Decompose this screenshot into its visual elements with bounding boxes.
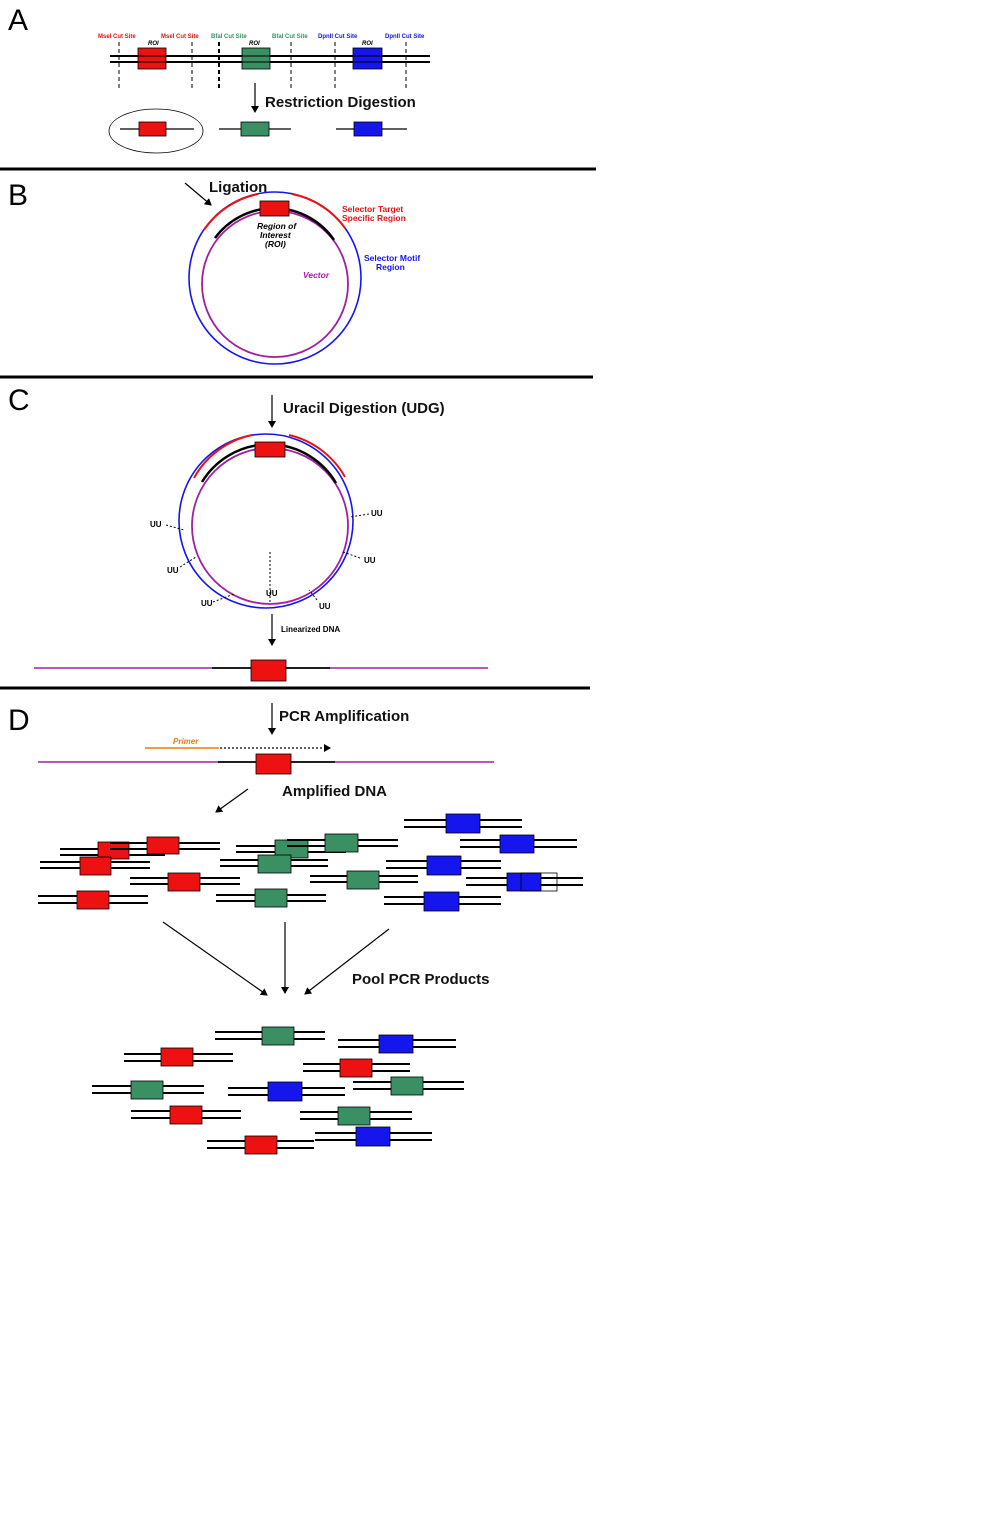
vector-label: Vector bbox=[303, 270, 330, 280]
roi-label-line-1: Region of bbox=[257, 221, 297, 231]
linear-roi-box bbox=[250, 659, 287, 682]
panel-b: B Ligation Selector Target Specific Regi… bbox=[8, 179, 420, 365]
pooled-amplicon-red bbox=[131, 1105, 241, 1125]
fragment-red-box bbox=[138, 121, 167, 137]
cut-site-markers bbox=[118, 42, 407, 90]
amplicon-green bbox=[216, 888, 326, 908]
pooled-products bbox=[92, 1026, 464, 1155]
pooled-amplicon-blue bbox=[228, 1081, 345, 1102]
uracil-label: UU bbox=[371, 509, 383, 518]
selector-target-arc-left bbox=[203, 193, 259, 231]
amplicon-blue bbox=[466, 872, 583, 892]
roi-label-blue: ROI bbox=[362, 41, 373, 47]
uracil-label: UU bbox=[201, 599, 213, 608]
ligation-arrow bbox=[184, 182, 212, 206]
amplicon-green bbox=[310, 870, 418, 890]
uracil-markers bbox=[165, 513, 370, 603]
msei-cut-site-label-2: MseI Cut Site bbox=[161, 34, 199, 40]
panel-d-letter: D bbox=[8, 704, 30, 737]
roi-box-red bbox=[137, 47, 167, 70]
amplicon-red bbox=[38, 890, 148, 910]
amplified-arrow bbox=[215, 788, 249, 813]
udg-outer-ring bbox=[178, 433, 354, 609]
uracil-label: UU bbox=[266, 589, 278, 598]
amplicon-blue bbox=[460, 834, 577, 854]
roi-box-blue bbox=[352, 47, 383, 70]
dpnii-cut-site-label-2: DpnII Cut Site bbox=[385, 34, 425, 40]
pooled-amplicon-blue bbox=[338, 1034, 456, 1054]
plasmid-roi-box bbox=[259, 200, 290, 217]
fragment-green-box bbox=[240, 121, 270, 137]
pooled-amplicon-red bbox=[303, 1058, 410, 1078]
roi-label-line-2: Interest bbox=[260, 230, 292, 240]
udg-label: Uracil Digestion (UDG) bbox=[283, 400, 445, 417]
panel-b-letter: B bbox=[8, 179, 28, 212]
selector-motif-ring bbox=[188, 191, 362, 365]
uracil-label: UU bbox=[319, 602, 331, 611]
amplicon-green bbox=[287, 833, 398, 853]
bfai-cut-site-label-1: BfaI Cut Site bbox=[211, 34, 247, 40]
panel-c-letter: C bbox=[8, 384, 30, 417]
pooled-amplicon-green bbox=[353, 1076, 464, 1096]
pool-arrow-right bbox=[304, 928, 390, 995]
amplicon-red bbox=[110, 836, 220, 855]
roi-label-line-3: (ROI) bbox=[265, 239, 286, 249]
udg-selector-arc-left bbox=[193, 434, 253, 479]
uracil-label: UU bbox=[364, 556, 376, 565]
uracil-tick bbox=[342, 551, 361, 559]
selector-motif-label-1: Selector Motif bbox=[364, 253, 420, 263]
amplicon-red bbox=[40, 856, 150, 876]
panel-d: D PCR Amplification Primer Amplified DNA bbox=[8, 703, 583, 1155]
amplicon-red bbox=[130, 872, 240, 892]
selector-target-label-1: Selector Target bbox=[342, 204, 403, 214]
uracil-label: UU bbox=[167, 566, 179, 575]
selected-fragment-ellipse bbox=[108, 108, 204, 154]
amplified-products bbox=[38, 813, 583, 912]
amplicon-blue bbox=[384, 891, 501, 912]
pooled-amplicon-green bbox=[92, 1080, 204, 1100]
pcr-label: PCR Amplification bbox=[279, 708, 409, 725]
pool-arrow-left bbox=[162, 921, 268, 996]
template-roi-box bbox=[255, 753, 292, 775]
msei-cut-site-label-1: MseI Cut Site bbox=[98, 34, 136, 40]
ligation-label: Ligation bbox=[209, 179, 267, 196]
uracil-tick bbox=[349, 513, 370, 518]
amplified-label: Amplified DNA bbox=[282, 783, 387, 800]
uracil-tick bbox=[165, 524, 185, 531]
roi-box-green bbox=[241, 47, 271, 70]
udg-roi-box bbox=[254, 441, 286, 458]
linearized-label: Linearized DNA bbox=[281, 625, 340, 634]
panel-c: C Uracil Digestion (UDG) UU UU UU UU UU … bbox=[8, 384, 488, 682]
amplicon-blue bbox=[386, 855, 501, 876]
selector-target-arc-right bbox=[291, 193, 346, 229]
dpnii-cut-site-label-1: DpnII Cut Site bbox=[318, 34, 358, 40]
panel-a: A MseI Cut Site MseI Cut Site BfaI Cut S… bbox=[8, 4, 430, 154]
primer-label: Primer bbox=[173, 737, 199, 746]
fragment-blue-box bbox=[353, 121, 383, 137]
pooled-amplicon-green bbox=[215, 1026, 325, 1046]
roi-label-red: ROI bbox=[148, 41, 159, 47]
selector-motif-label-2: Region bbox=[376, 262, 405, 272]
selector-target-label-2: Specific Region bbox=[342, 213, 406, 223]
uracil-tick bbox=[179, 556, 197, 568]
pool-label: Pool PCR Products bbox=[352, 971, 490, 988]
pooled-amplicon-red bbox=[124, 1047, 233, 1067]
pooled-amplicon-blue bbox=[315, 1126, 432, 1147]
panel-a-letter: A bbox=[8, 4, 28, 37]
pooled-amplicon-red bbox=[207, 1135, 314, 1155]
uracil-label: UU bbox=[150, 520, 162, 529]
roi-label-green: ROI bbox=[249, 41, 260, 47]
amplicon-green bbox=[220, 854, 328, 874]
amplicon-blue bbox=[404, 813, 522, 834]
bfai-cut-site-label-2: BfaI Cut Site bbox=[272, 34, 308, 40]
pooled-amplicon-green bbox=[300, 1106, 412, 1126]
restriction-digestion-label: Restriction Digestion bbox=[265, 94, 416, 111]
udg-selector-arc-right bbox=[288, 434, 346, 478]
